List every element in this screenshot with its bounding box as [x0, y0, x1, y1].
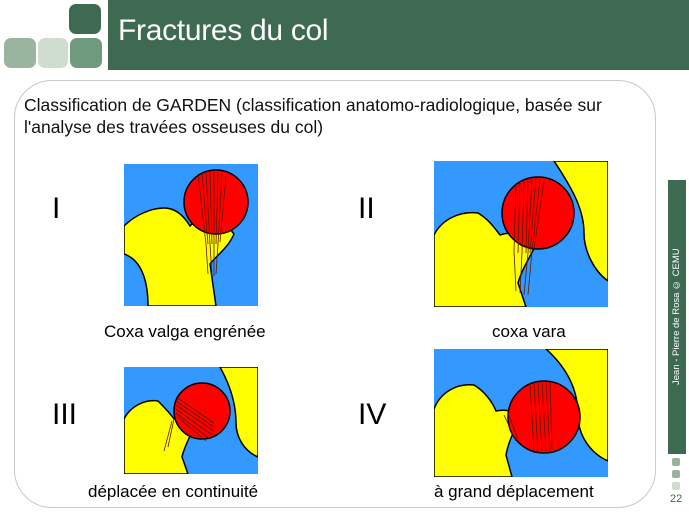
- garden-numeral-2: II: [358, 192, 375, 225]
- garden-caption-2: coxa vara: [492, 322, 566, 341]
- garden-numeral-3: III: [52, 398, 78, 431]
- garden-caption-3: déplacée en continuité: [88, 482, 259, 501]
- decor-dot: [672, 482, 680, 490]
- garden-figure-2: [434, 161, 608, 307]
- garden-figure-4: [434, 349, 608, 477]
- header-band: [108, 0, 689, 70]
- side-credit-bar: [668, 180, 686, 454]
- logo-square: [4, 38, 36, 68]
- slide-title: Fractures du col: [118, 14, 329, 47]
- logo-square: [70, 38, 102, 68]
- decor-dot: [672, 470, 680, 478]
- logo-square: [69, 4, 101, 34]
- garden-numeral-4: IV: [358, 398, 387, 431]
- side-credit-text: Jean - Pierre de Rosa © CEMU: [671, 248, 682, 386]
- classification-intro: Classification de GARDEN (classification…: [24, 95, 602, 137]
- page-number: 22: [670, 493, 683, 505]
- garden-caption-1: Coxa valga engrénée: [104, 322, 266, 341]
- garden-figure-1: [124, 164, 258, 306]
- garden-caption-4: à grand déplacement: [434, 482, 594, 501]
- logo-square: [38, 38, 68, 68]
- garden-numeral-1: I: [52, 192, 61, 225]
- garden-figure-3: [124, 367, 258, 474]
- decor-dot: [672, 458, 680, 466]
